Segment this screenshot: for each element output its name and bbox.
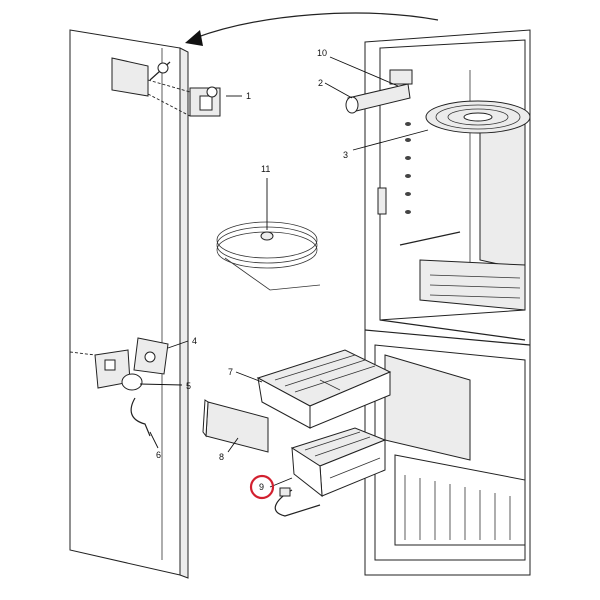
part-ice-tray xyxy=(235,349,392,429)
callout-3: 3 xyxy=(343,150,348,160)
callout-6: 6 xyxy=(156,450,161,460)
callout-labels: 1 2 3 4 5 6 7 8 9 10 11 xyxy=(156,48,348,492)
callout-4: 4 xyxy=(192,336,197,346)
callout-9: 9 xyxy=(259,482,264,492)
part-solenoid xyxy=(69,337,189,391)
callout-5: 5 xyxy=(186,381,191,391)
callout-1: 1 xyxy=(246,91,251,101)
callout-8: 8 xyxy=(219,452,224,462)
door-swing-arrow xyxy=(185,12,439,46)
fridge-cabinet xyxy=(364,29,531,576)
highlight-ring xyxy=(249,474,275,500)
part-fan xyxy=(352,100,531,151)
part-hinge-cover xyxy=(324,56,413,114)
callout-10: 10 xyxy=(317,48,327,58)
callout-11: 11 xyxy=(261,164,270,174)
callout-7: 7 xyxy=(228,367,233,377)
part-fill-tube xyxy=(130,397,159,449)
part-ice-maker xyxy=(269,427,387,517)
part-water-valve xyxy=(147,79,242,117)
left-door xyxy=(69,29,189,579)
part-water-tube xyxy=(216,178,321,291)
part-ice-cover xyxy=(202,399,269,453)
callout-2: 2 xyxy=(318,78,323,88)
